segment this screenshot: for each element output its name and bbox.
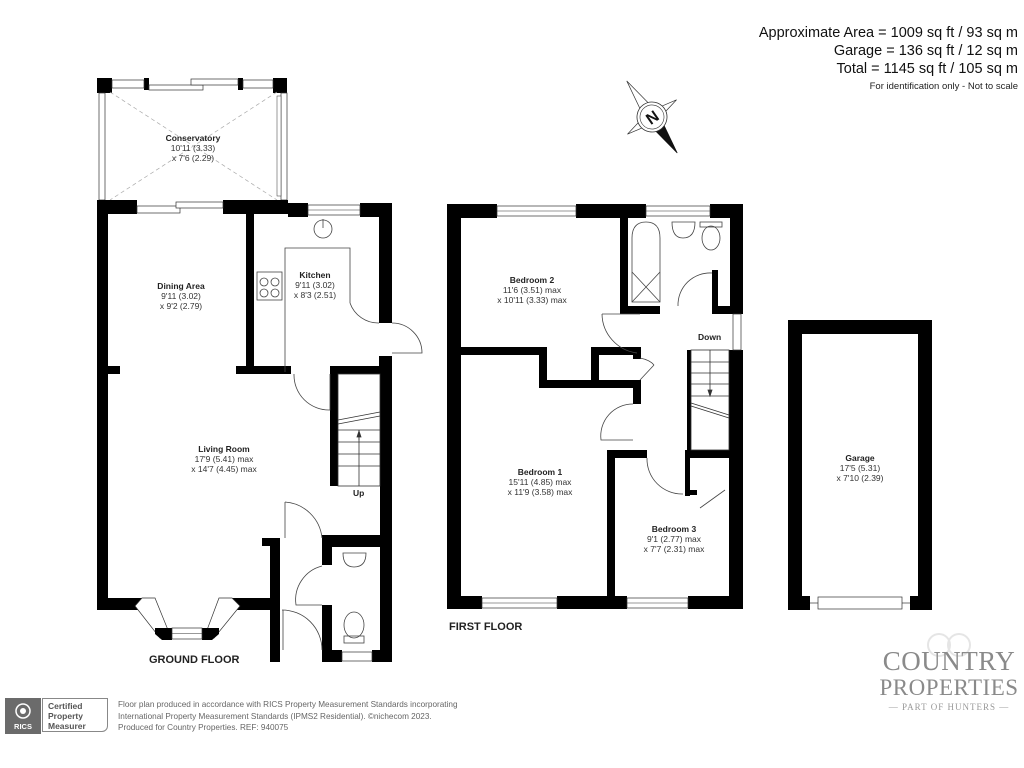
room-garage: Garage 17'5 (5.31) x 7'10 (2.39) (836, 453, 884, 483)
scale-note: For identification only - Not to scale (869, 81, 1018, 92)
first-floor-walls (447, 204, 743, 609)
rics-logo-icon: RICS (5, 698, 41, 734)
wc-fixtures (281, 501, 367, 651)
room-bedroom-2: Bedroom 2 11'6 (3.51) max x 10'11 (3.33)… (497, 275, 567, 305)
room-living-room: Living Room 17'9 (5.41) max x 14'7 (4.45… (191, 444, 257, 474)
compass-north-icon (626, 80, 678, 154)
stairs-up-label: Up (353, 488, 365, 498)
garage-walls (788, 320, 932, 610)
conservatory-walls (97, 78, 288, 201)
approximate-area: Approximate Area = 1009 sq ft / 93 sq m (758, 25, 1018, 41)
room-bedroom-3: Bedroom 3 9'1 (2.77) max x 7'7 (2.31) ma… (643, 524, 705, 554)
room-conservatory: Conservatory 10'11 (3.33) x 7'6 (2.29) (165, 133, 221, 163)
rics-lion-icon (15, 703, 31, 719)
stairs-down-label: Down (698, 332, 722, 342)
bathroom-fixtures (600, 221, 726, 509)
room-dining-area: Dining Area 9'11 (3.02) x 9'2 (2.79) (157, 281, 205, 311)
ground-floor-walls (97, 200, 392, 662)
ground-floor-label: GROUND FLOOR (149, 654, 240, 666)
area-summary: Approximate Area = 1009 sq ft / 93 sq m … (759, 24, 1018, 92)
garage-area: Garage = 136 sq ft / 12 sq m (833, 43, 1018, 59)
total-area: Total = 1145 sq ft / 105 sq m (836, 61, 1019, 77)
first-floor-windows (481, 205, 742, 609)
rics-certified-badge: RICS Certified Property Measurer (5, 698, 109, 734)
kitchen-fixtures (256, 219, 423, 411)
footer-disclaimer: Floor plan produced in accordance with R… (118, 700, 458, 732)
country-properties-logo: COUNTRY PROPERTIES — PART OF HUNTERS — (874, 633, 1024, 712)
ground-floor-windows (134, 201, 373, 662)
room-kitchen: Kitchen 9'11 (3.02) x 8'3 (2.51) (293, 270, 337, 300)
first-floor-label: FIRST FLOOR (449, 621, 523, 633)
room-bedroom-1: Bedroom 1 15'11 (4.85) max x 11'9 (3.58)… (507, 467, 573, 497)
certified-property-measurer: Certified Property Measurer (42, 698, 108, 732)
brand-emblem-icon (927, 633, 971, 657)
stairs-up-icon (337, 373, 381, 487)
stairs-down-icon (690, 349, 730, 451)
